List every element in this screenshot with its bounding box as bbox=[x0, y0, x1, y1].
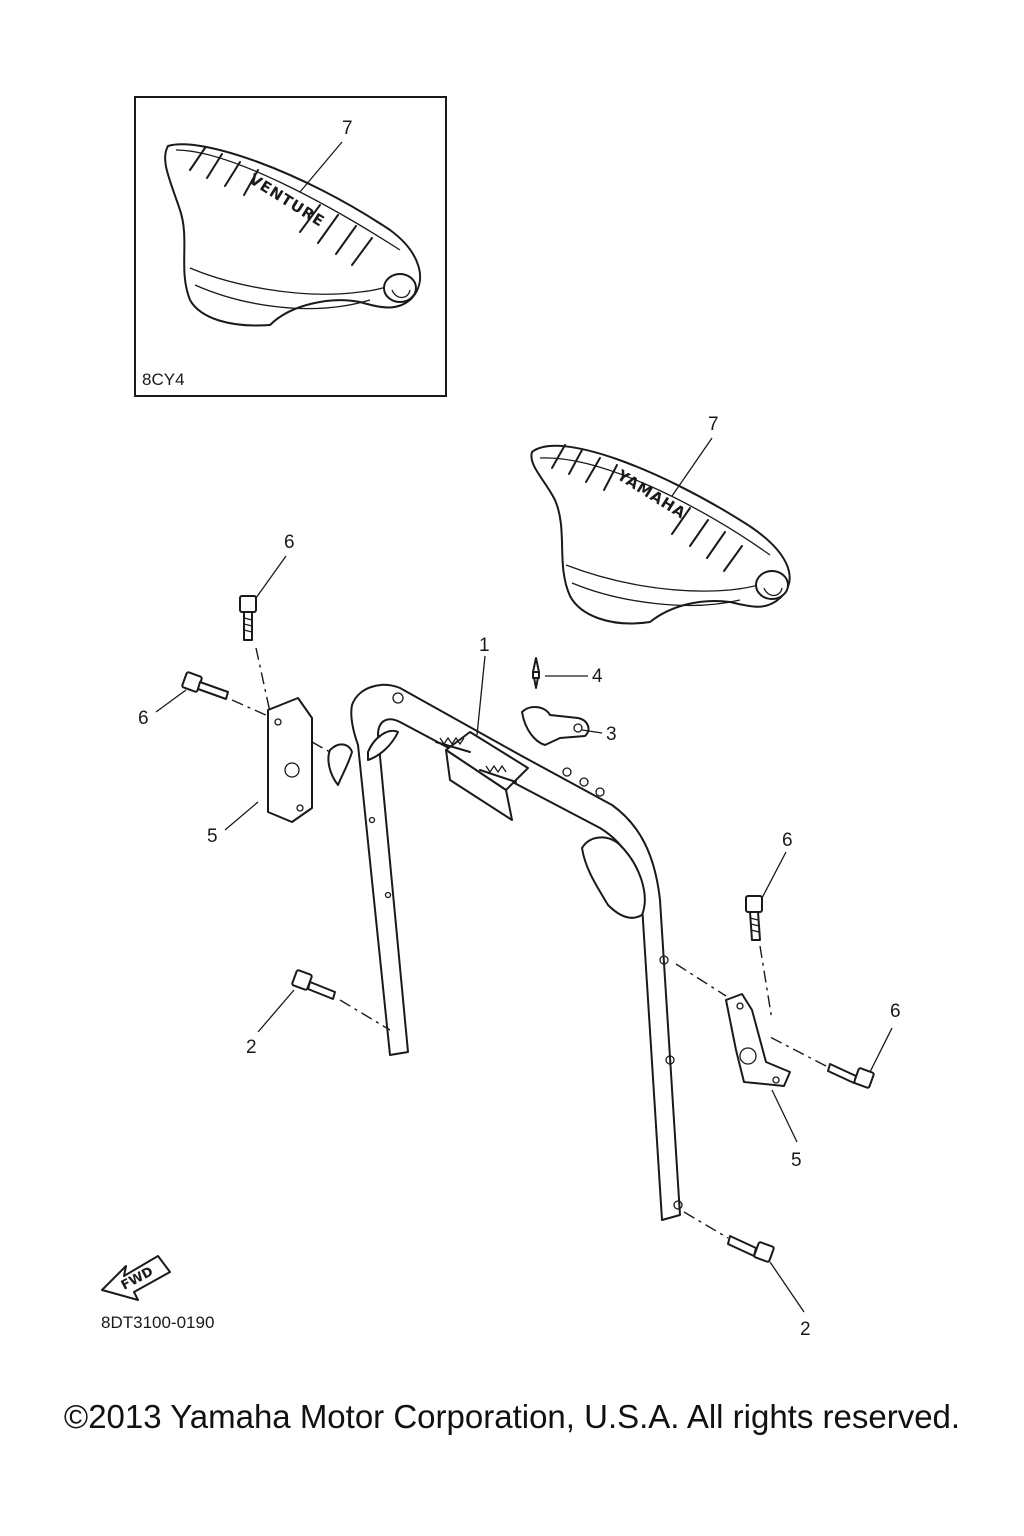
callout-6-top-left: 6 bbox=[284, 532, 295, 553]
main-seat-cover: YAMAHA bbox=[530, 444, 791, 625]
bolt-left-horizontal bbox=[181, 671, 229, 700]
inset-callout-7: 7 bbox=[342, 118, 353, 139]
drawing-number: 8DT3100-0190 bbox=[101, 1313, 214, 1332]
callout-6-right: 6 bbox=[890, 1001, 901, 1022]
callout-5-left: 5 bbox=[207, 826, 218, 847]
bolt-bottom-right bbox=[727, 1235, 775, 1263]
main-callout-7: 7 bbox=[708, 414, 719, 435]
callout-2-right: 2 bbox=[800, 1319, 811, 1340]
bolt-right-vertical bbox=[745, 895, 763, 941]
bracket-right bbox=[725, 993, 791, 1087]
inset-box: VENTURE 7 8CY4 bbox=[134, 96, 447, 397]
bolt-right-horizontal bbox=[827, 1063, 875, 1089]
copyright-notice: ©2013 Yamaha Motor Corporation, U.S.A. A… bbox=[63, 1398, 961, 1435]
callout-5-right: 5 bbox=[791, 1150, 802, 1171]
bolt-left-vertical bbox=[239, 595, 257, 641]
callout-2-left: 2 bbox=[246, 1037, 257, 1058]
bracket-left bbox=[267, 697, 353, 823]
handlepole bbox=[350, 683, 683, 1221]
callout-6-left: 6 bbox=[138, 708, 149, 729]
bolt-bottom-left bbox=[291, 969, 336, 1000]
callout-3: 3 bbox=[606, 724, 617, 745]
rivet bbox=[532, 657, 540, 689]
callout-1: 1 bbox=[479, 635, 490, 656]
inset-seat-cover: VENTURE bbox=[164, 143, 421, 327]
inset-model-code: 8CY4 bbox=[142, 370, 185, 389]
clip bbox=[521, 706, 590, 746]
callout-4: 4 bbox=[592, 666, 603, 687]
callout-6-right-top: 6 bbox=[782, 830, 793, 851]
fwd-arrow-icon: FWD bbox=[101, 1255, 171, 1301]
